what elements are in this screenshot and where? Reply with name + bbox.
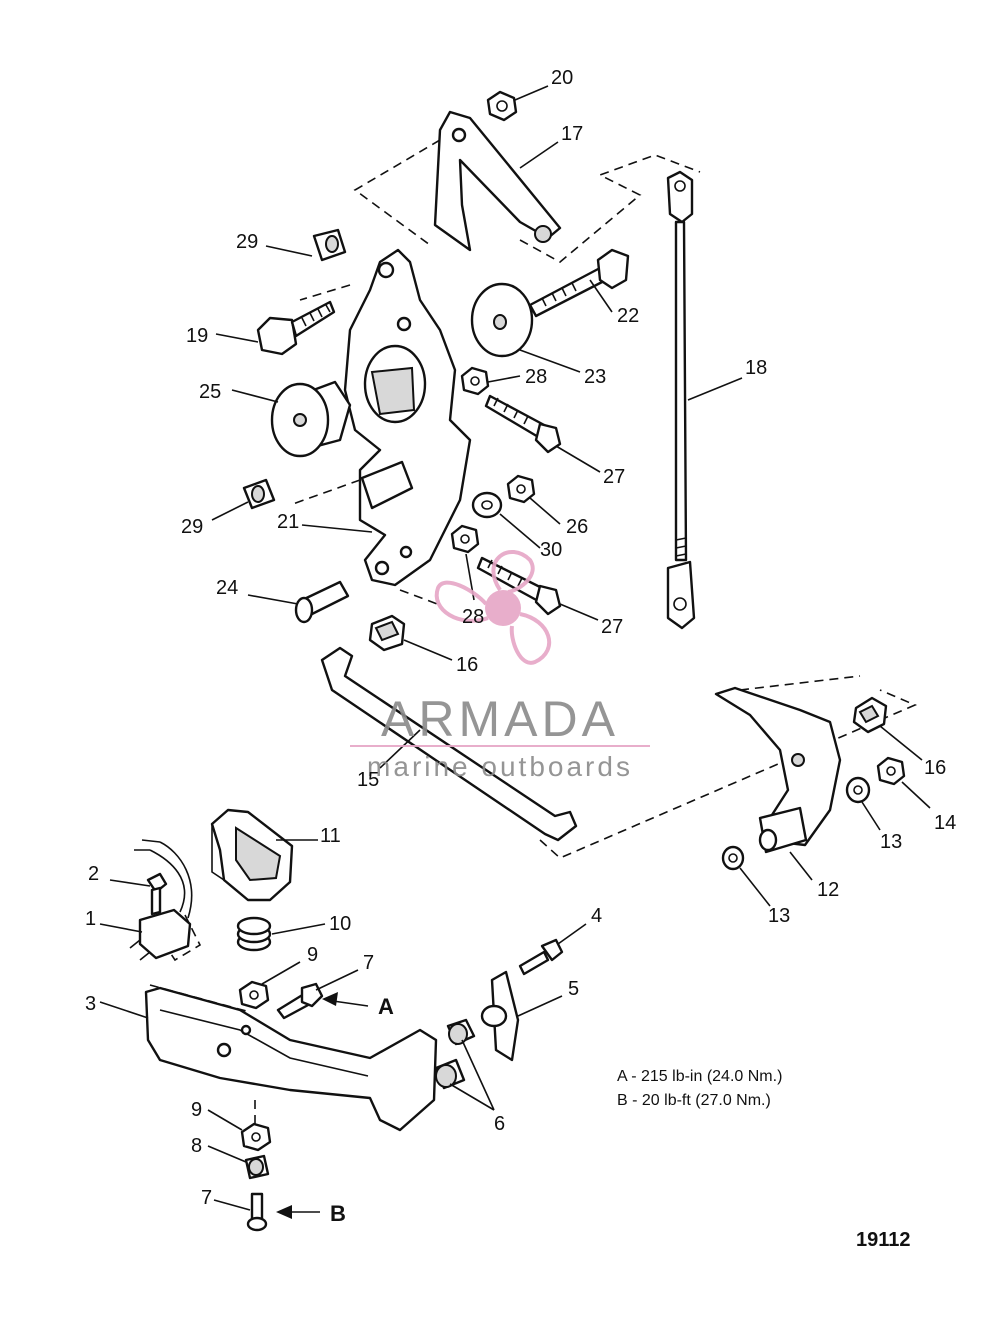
part-1-switch [129,839,193,961]
part-21-throttle-lever [343,248,472,587]
callout-13: 13 [768,905,790,927]
callout-7: 7 [363,952,374,974]
callout-28: 28 [525,366,547,388]
part-30-washer [471,491,503,519]
callout-29: 29 [236,231,258,253]
part-13-bushing-upper [845,776,871,804]
part-15-rod [320,646,578,842]
armada-watermark: ARMADA marine outboards [350,549,650,782]
part-4-bolt [518,938,564,976]
part-28-nut-upper [460,366,490,396]
callout-27: 27 [603,466,625,488]
callout-2: 2 [88,863,99,885]
part-9-nut-upper [238,980,270,1010]
part-12-lever [714,686,842,854]
callout-5: 5 [568,978,579,1000]
callout-27: 27 [601,616,623,638]
part-25-roller [270,380,352,458]
part-11-bracket [210,808,294,902]
callout-17: 17 [561,123,583,145]
callout-4: 4 [591,905,602,927]
callout-11: 11 [320,825,341,847]
part-7-bolt-upper [276,982,324,1020]
part-29-spacer-upper [312,228,347,262]
part-27-screw-upper [484,394,562,454]
callout-16: 16 [924,757,946,779]
callout-8: 8 [191,1135,202,1157]
callout-15: 15 [357,769,379,791]
assembly-dashed-lines [149,139,918,1125]
torque-arrow-b [276,1205,320,1219]
callout-16: 16 [456,654,478,676]
callout-7: 7 [201,1187,212,1209]
torque-spec-b: B - 20 lb-ft (27.0 Nm.) [617,1092,771,1109]
callout-13: 13 [880,831,902,853]
propeller-logo-icon [434,549,552,665]
callout-22: 22 [617,305,639,327]
part-20-nut [486,90,518,122]
watermark-brand: ARMADA [381,691,619,747]
part-6-bushing-lower [434,1058,466,1090]
part-9-nut-lower [240,1122,272,1152]
part-2-screw [146,872,168,916]
callout-6: 6 [494,1113,505,1135]
part-8-spacer [244,1154,270,1180]
callout-19: 19 [186,325,208,347]
part-14-nut [876,756,906,786]
callout-1: 1 [85,908,96,930]
part-17-bracket [433,110,562,252]
callout-29: 29 [181,516,203,538]
part-23-washer [470,282,534,358]
callout-25: 25 [199,381,221,403]
callout-12: 12 [817,879,839,901]
part-19-bolt [256,300,336,356]
callout-9: 9 [307,944,318,966]
part-16-connector-lower [852,696,888,734]
part-7-bolt-lower [246,1192,268,1232]
part-28-nut-lower [450,524,480,554]
callout-14: 14 [934,812,956,834]
part-24-pin [294,580,350,624]
part-3-bracket-arm [144,986,438,1132]
callout-28: 28 [462,606,484,628]
callout-21: 21 [277,511,299,533]
callout-23: 23 [584,366,606,388]
part-5-plate [480,970,520,1062]
torque-specs-legend: A - 215 lb-in (24.0 Nm.) B - 20 lb-ft (2… [617,1068,782,1109]
watermark-tagline: marine outboards [367,751,633,782]
callout-9: 9 [191,1099,202,1121]
callout-24: 24 [216,577,238,599]
callout-26: 26 [566,516,588,538]
figure-number: 19112 [856,1229,911,1251]
part-18-link-rod [666,170,696,630]
callout-10: 10 [329,913,351,935]
callout-labels: 20 17 29 19 22 23 28 18 25 27 26 29 21 3… [85,67,956,1209]
callout-18: 18 [745,357,767,379]
leader-lines [99,85,931,1211]
part-22-bolt [528,248,630,318]
callout-20: 20 [551,67,573,89]
part-26-nut [506,474,536,504]
torque-label-a: A [378,994,394,1019]
callout-30: 30 [540,539,562,561]
part-13-bushing-lower [721,845,745,871]
part-6-bushing-upper [446,1018,476,1046]
torque-label-b: B [330,1201,346,1226]
part-29-spacer-lower [242,478,276,510]
torque-arrow-a [322,992,369,1007]
part-10-spring [236,916,272,952]
part-16-connector-upper [368,614,406,652]
callout-3: 3 [85,993,96,1015]
torque-spec-a: A - 215 lb-in (24.0 Nm.) [617,1068,782,1085]
